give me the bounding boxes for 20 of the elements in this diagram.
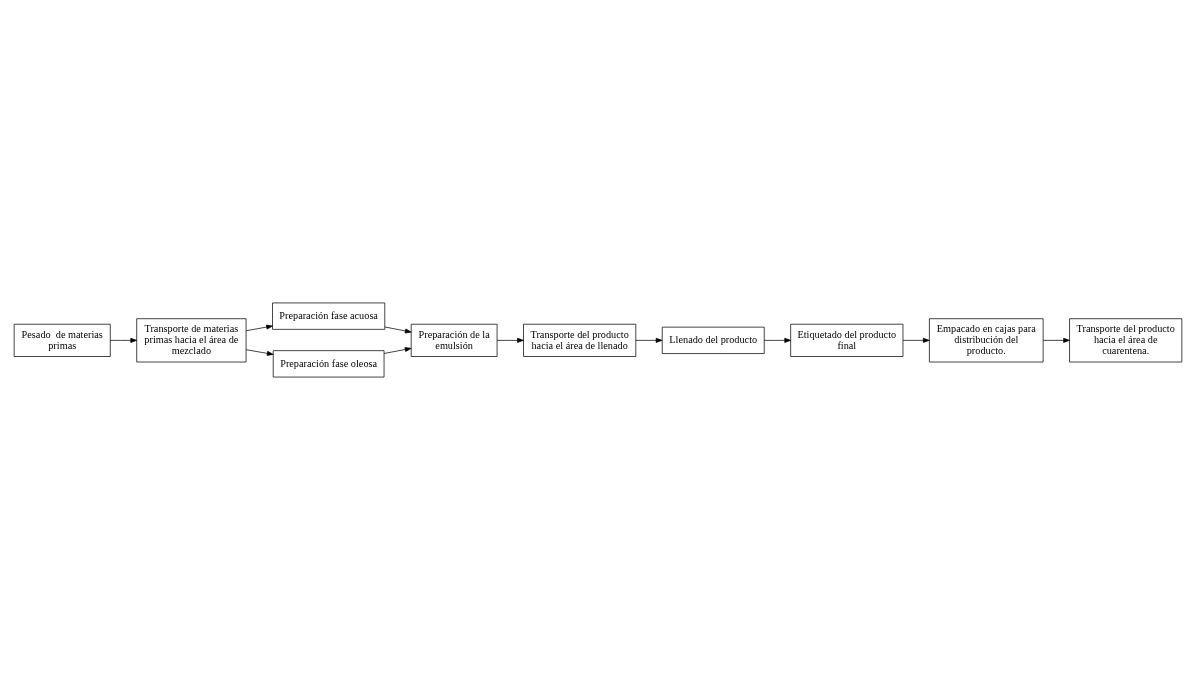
arrow xyxy=(496,337,524,343)
arrow xyxy=(383,346,412,354)
arrow xyxy=(902,337,930,343)
arrow xyxy=(1042,337,1070,343)
node-box: Transporte de materias primas hacia el área de mezclado xyxy=(136,317,247,362)
node-box: Transporte del producto hacia el área de cuarentena. xyxy=(1069,317,1183,362)
node-box: Preparación fase oleosa xyxy=(272,349,385,377)
arrow xyxy=(763,337,791,343)
node-box: Etiquetado del producto final xyxy=(790,323,904,357)
node-box: Preparación de la emulsión xyxy=(410,323,498,357)
node-box: Pesado de materias primas xyxy=(13,323,111,357)
arrow xyxy=(635,337,663,343)
arrow xyxy=(245,324,273,331)
arrow xyxy=(110,337,137,343)
arrow xyxy=(245,348,274,356)
node-box: Preparación fase acuosa xyxy=(272,302,386,330)
arrow xyxy=(384,326,412,333)
node-box: Llenado del producto xyxy=(661,326,765,354)
node-box: Empacado en cajas para distribución del producto. xyxy=(929,317,1044,362)
node-box: Transporte del producto hacia el área de llenado xyxy=(523,323,637,357)
